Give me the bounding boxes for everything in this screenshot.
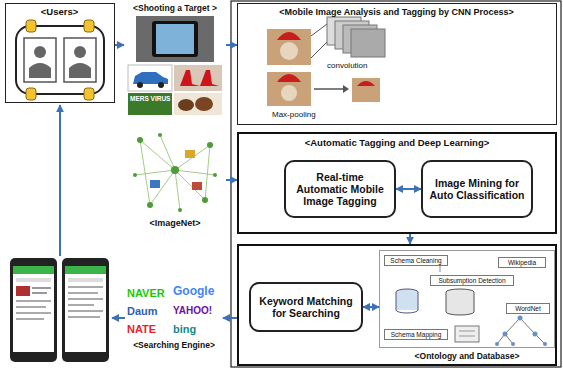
section-title: <ImageNet> [124, 218, 226, 228]
flow-arrow [223, 317, 237, 319]
caption-label: MERS VIRUS [130, 95, 170, 102]
flow-arrow [409, 234, 411, 244]
figure-text: Wikipedia [498, 257, 546, 268]
rounded-box: Real-time Automatic Mobile Image Tagging [284, 160, 396, 218]
section-title: <Shooting a Target > [124, 4, 226, 14]
box-text: Keyword Matching for Searching [255, 295, 357, 319]
target-photos [128, 16, 222, 115]
box-text: Real-time Automatic Mobile Image Tagging [290, 171, 390, 207]
user-panel: <Users> [5, 3, 115, 103]
flow-arrow [396, 188, 421, 190]
flow-arrow [59, 105, 61, 256]
figure-text: Schema Cleaning [384, 255, 448, 266]
figure-text: Subsumption Detection [430, 275, 514, 286]
dataset-graph: <ImageNet> [124, 124, 226, 232]
section-title: <Automatic Tagging and Deep Learning> [239, 138, 555, 149]
logo-text: Daum [127, 305, 173, 318]
process-box: <Ontology and Database> Keyword Matching … [237, 244, 557, 366]
logo-text: Google [173, 285, 223, 299]
section-title: <Mobile Image Analysis and Tagging by CN… [238, 7, 555, 17]
figure-text: Schema Mapping [384, 329, 448, 340]
flow-arrow [112, 317, 125, 319]
caption-label: convolution [327, 61, 387, 70]
flow-arrow [115, 44, 124, 46]
users-illustration [16, 20, 104, 100]
figure-text: WordNet [506, 303, 550, 314]
caption-label: Max-pooling [272, 110, 332, 119]
section-title: <Ontology and Database> [379, 352, 555, 362]
search-engines: <Searching Engine> NAVERGoogleDaumYAHOO!N… [125, 283, 223, 355]
section-title: <Searching Engine> [125, 341, 223, 351]
logo-text: NAVER [127, 287, 173, 300]
process-box: <Automatic Tagging and Deep Learning> Rea… [237, 132, 557, 234]
section-title: <Users> [6, 7, 113, 18]
flow-arrow [363, 306, 379, 308]
imagenet-graph [133, 133, 217, 212]
process-box: <Mobile Image Analysis and Tagging by CN… [237, 3, 557, 125]
outer-frame [231, 1, 561, 367]
logo-text: bing [173, 323, 223, 336]
logo-text: NATE [127, 323, 173, 336]
rounded-box: Image Mining for Auto Classification [421, 160, 533, 218]
flow-arrow [226, 179, 237, 181]
box-text: Image Mining for Auto Classification [427, 177, 527, 201]
logo-text: YAHOO! [173, 305, 223, 317]
flow-arrow [226, 44, 237, 46]
ontology-figure: Schema Cleaning WikipediaSubsumption Dete… [379, 250, 555, 348]
rounded-box: Keyword Matching for Searching [249, 282, 363, 332]
phones-illustration [10, 258, 109, 362]
